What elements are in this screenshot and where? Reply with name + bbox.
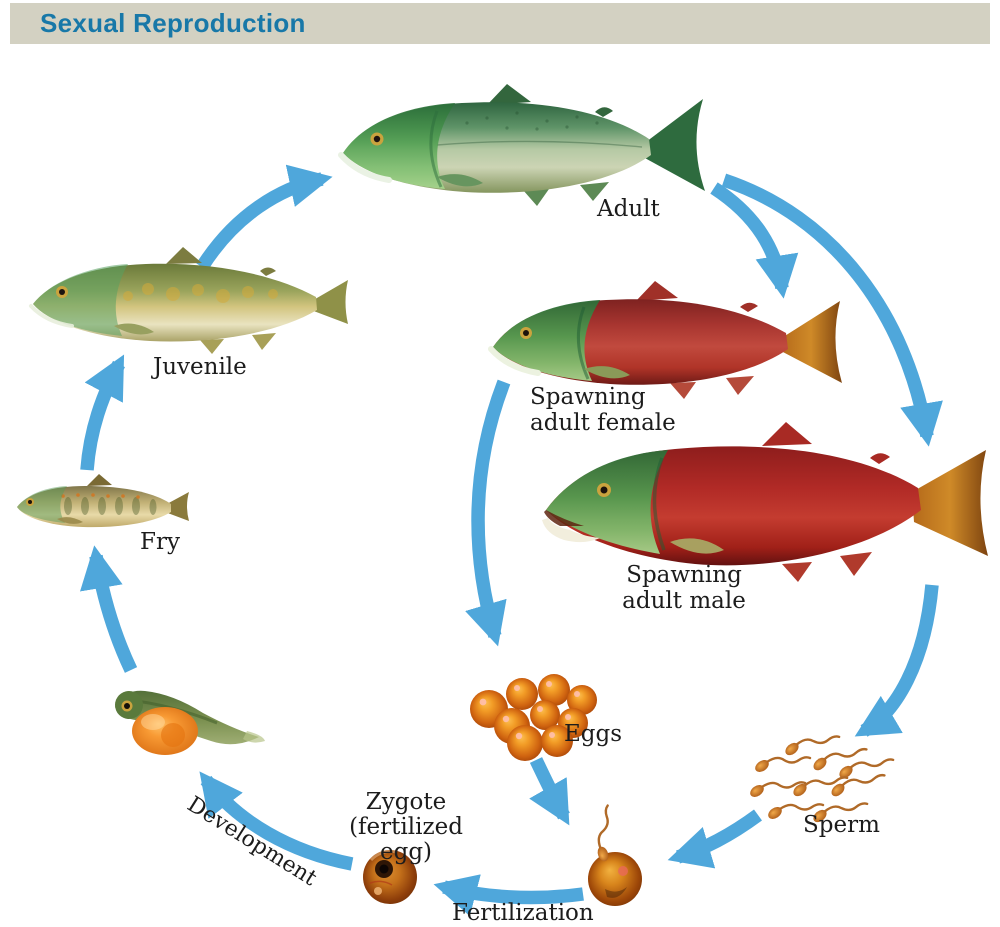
adult-salmon-illustration <box>338 84 705 206</box>
label-sperm: Sperm <box>803 812 880 838</box>
zygote-illustration <box>363 849 417 904</box>
arrow-juvenile-to-adult <box>196 164 333 271</box>
arrow-adult-to-female <box>710 182 799 299</box>
spawning-female-illustration <box>488 281 842 399</box>
fry-illustration <box>17 474 189 528</box>
eggs-illustration <box>470 674 597 761</box>
arrow-adult-to-male <box>721 173 943 447</box>
cycle-arrows <box>80 164 943 917</box>
label-fry: Fry <box>140 529 180 555</box>
spawning-male-illustration <box>542 422 988 582</box>
label-eggs: Eggs <box>564 721 623 747</box>
page-title: Sexual Reproduction <box>40 8 306 38</box>
section-header: Sexual Reproduction <box>10 3 990 44</box>
label-spawning-female: Spawning adult female <box>530 384 676 436</box>
arrow-male-to-sperm <box>854 584 939 737</box>
label-fertilization: Fertilization <box>452 900 594 926</box>
fertilization-illustration <box>588 804 642 906</box>
label-zygote: Zygote (fertilized egg) <box>349 789 463 865</box>
arrow-eggs-to-fertilization <box>529 757 570 826</box>
label-spawning-male: Spawning adult male <box>622 562 746 614</box>
arrow-alevin-to-fry <box>80 545 138 673</box>
arrow-sperm-to-fertilization <box>667 809 762 869</box>
arrow-fry-to-juvenile <box>80 354 125 471</box>
alevin-larva-illustration <box>115 690 265 755</box>
label-adult: Adult <box>597 196 660 222</box>
juvenile-salmon-illustration <box>29 247 348 354</box>
arrow-fertilization-to-zygote <box>433 874 584 917</box>
arrow-female-to-eggs <box>465 379 511 647</box>
arrow-development-to-alevin <box>199 771 354 871</box>
label-juvenile: Juvenile <box>153 354 247 380</box>
